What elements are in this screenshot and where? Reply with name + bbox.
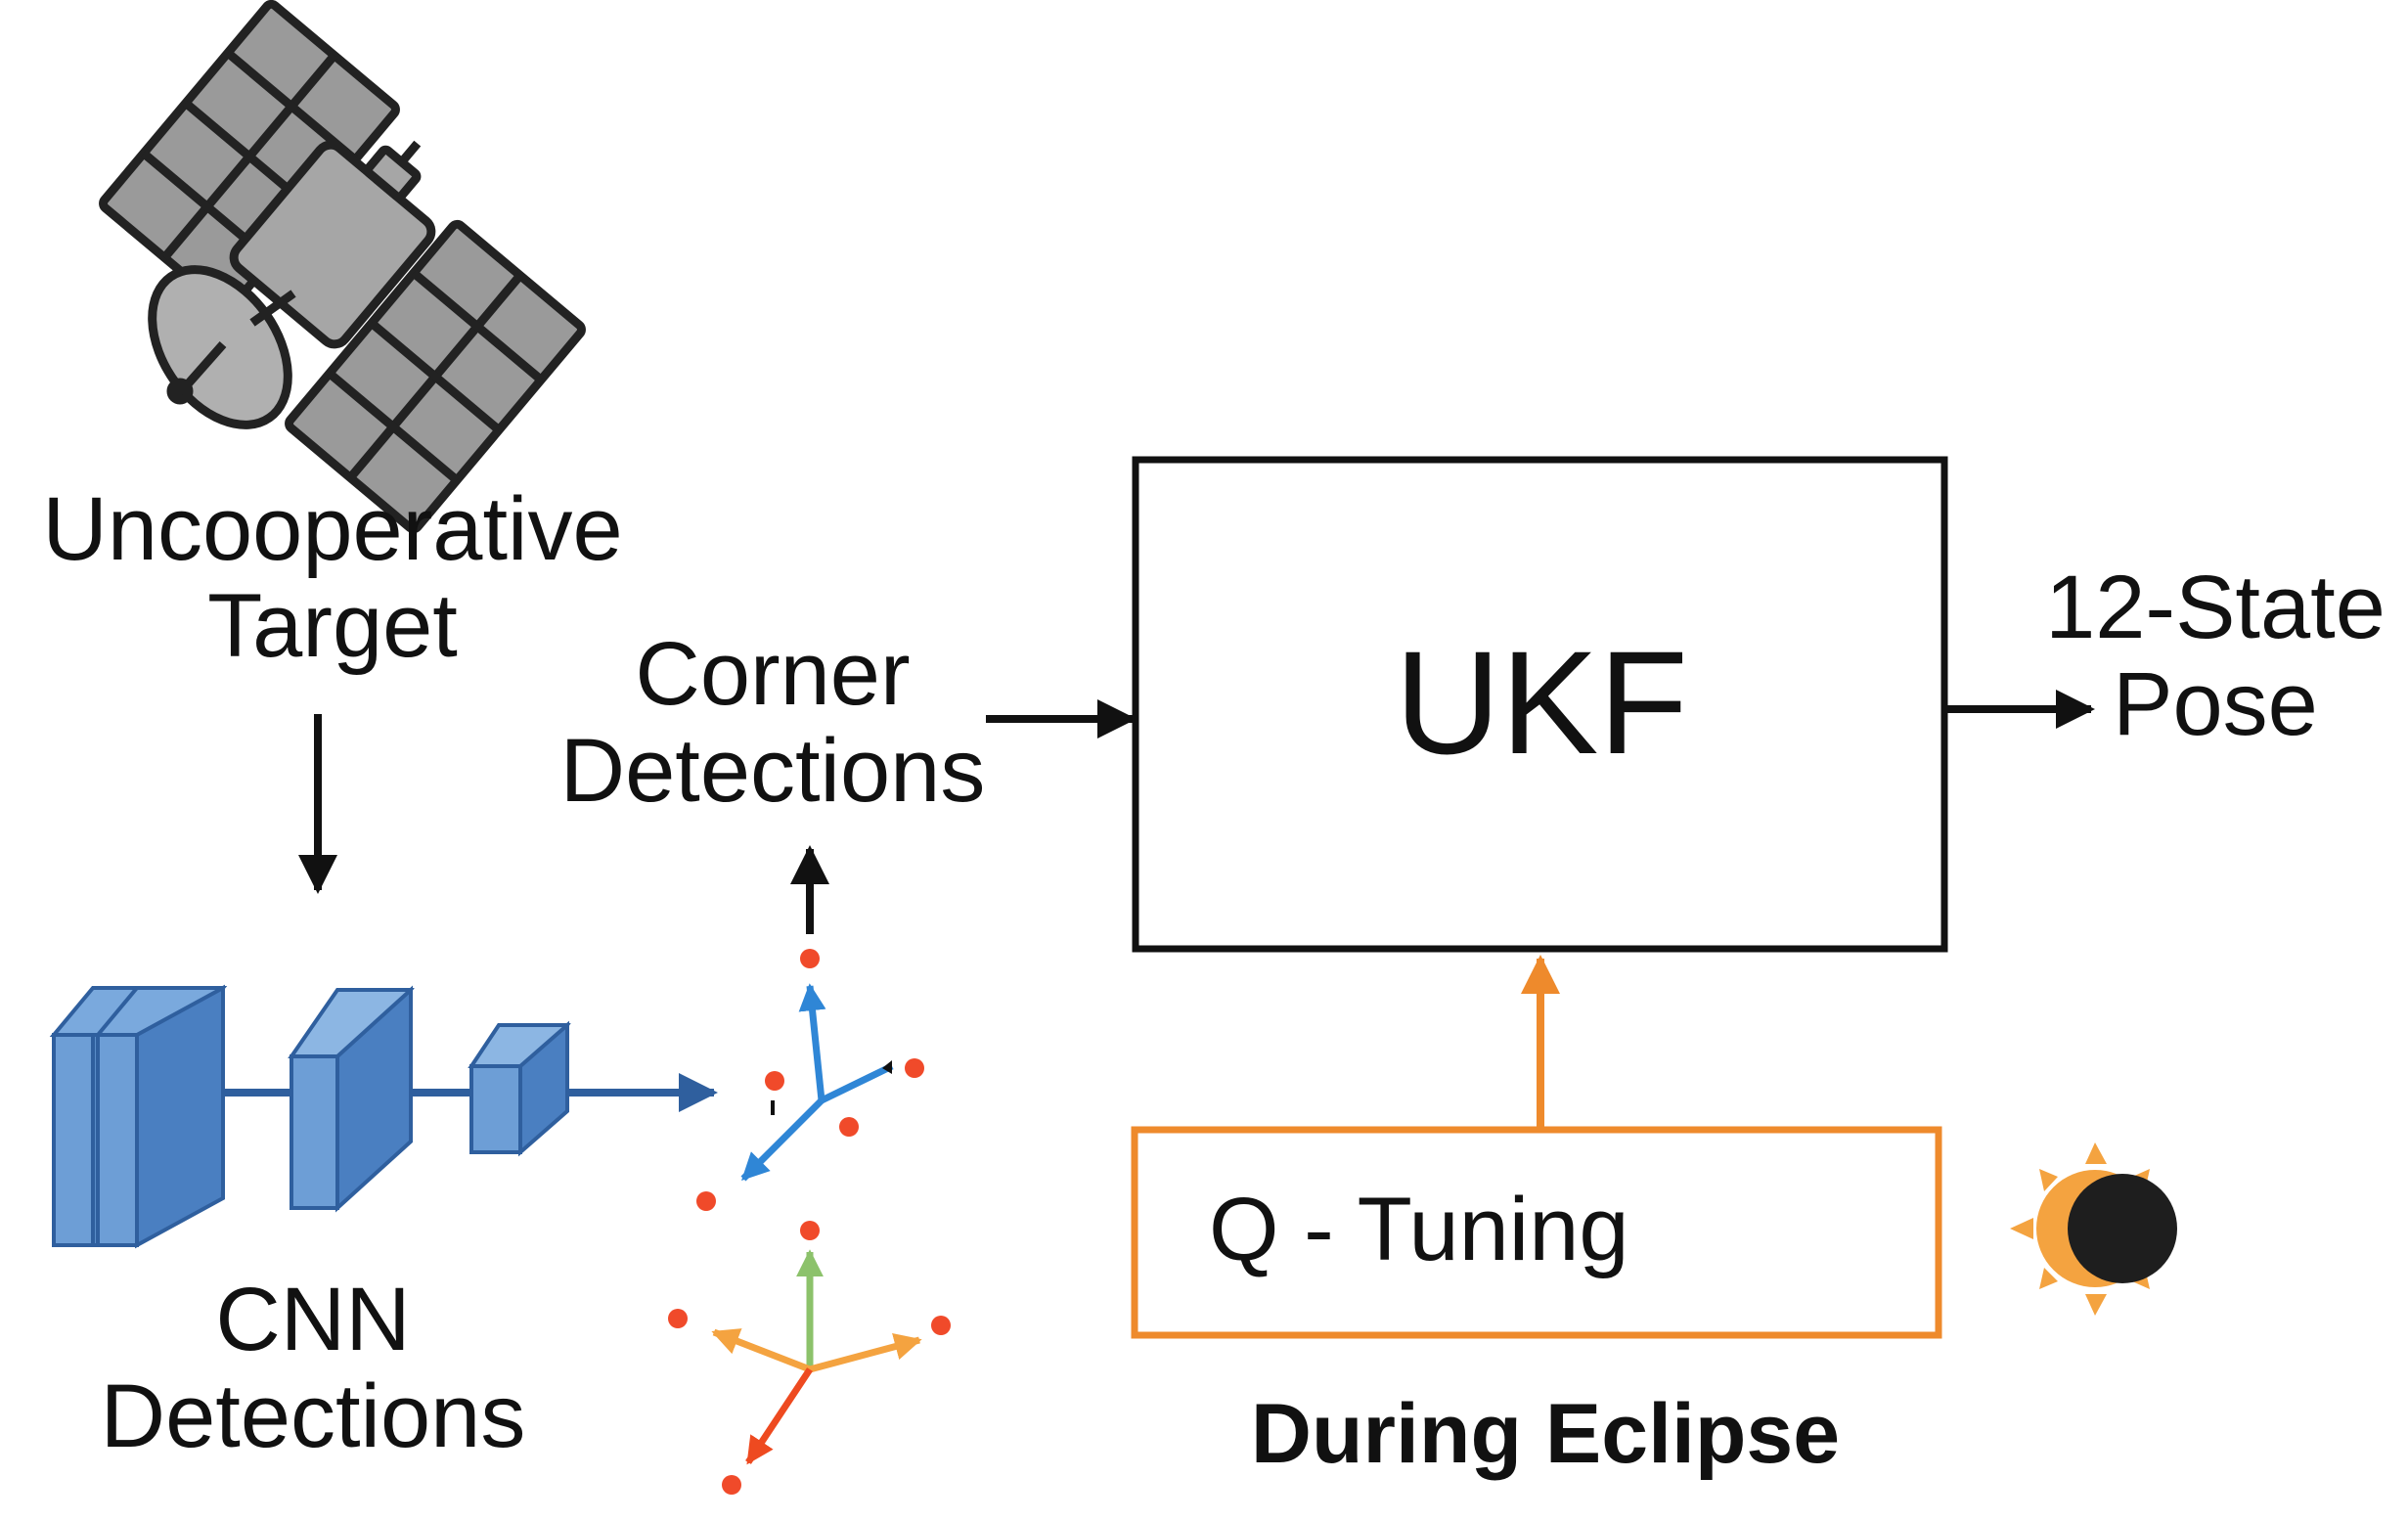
ukf-box — [1132, 456, 1948, 953]
satellite-icon — [99, 0, 586, 534]
target-label-line1: Uncooperative — [42, 479, 623, 579]
pose-output-label: 12-State Pose — [2025, 558, 2406, 755]
during-eclipse-label: During Eclipse — [1250, 1387, 1841, 1481]
corner-label-line1: Corner — [635, 624, 911, 724]
corner-detections-label: Corner Detections — [528, 624, 1017, 822]
pose-label-line2: Pose — [2113, 654, 2318, 755]
cnn-network-icon — [49, 984, 718, 1249]
eclipse-icon — [2010, 1142, 2177, 1316]
pose-label-line1: 12-State — [2045, 558, 2386, 657]
cnn-detections-label: CNN Detections — [59, 1270, 567, 1467]
target-label: Uncooperative Target — [20, 479, 646, 677]
corner-label-line2: Detections — [559, 721, 986, 822]
target-label-line2: Target — [207, 576, 458, 677]
q-tuning-box — [1131, 1126, 1942, 1339]
q-tuning-label: Q - Tuning — [1209, 1180, 1629, 1279]
cnn-label-line1: CNN — [215, 1270, 411, 1369]
keypoint-frame-icon-2 — [668, 1221, 951, 1495]
keypoint-frame-icon — [696, 949, 924, 1211]
ukf-label: UKF — [1395, 620, 1688, 784]
cnn-label-line2: Detections — [100, 1366, 526, 1467]
